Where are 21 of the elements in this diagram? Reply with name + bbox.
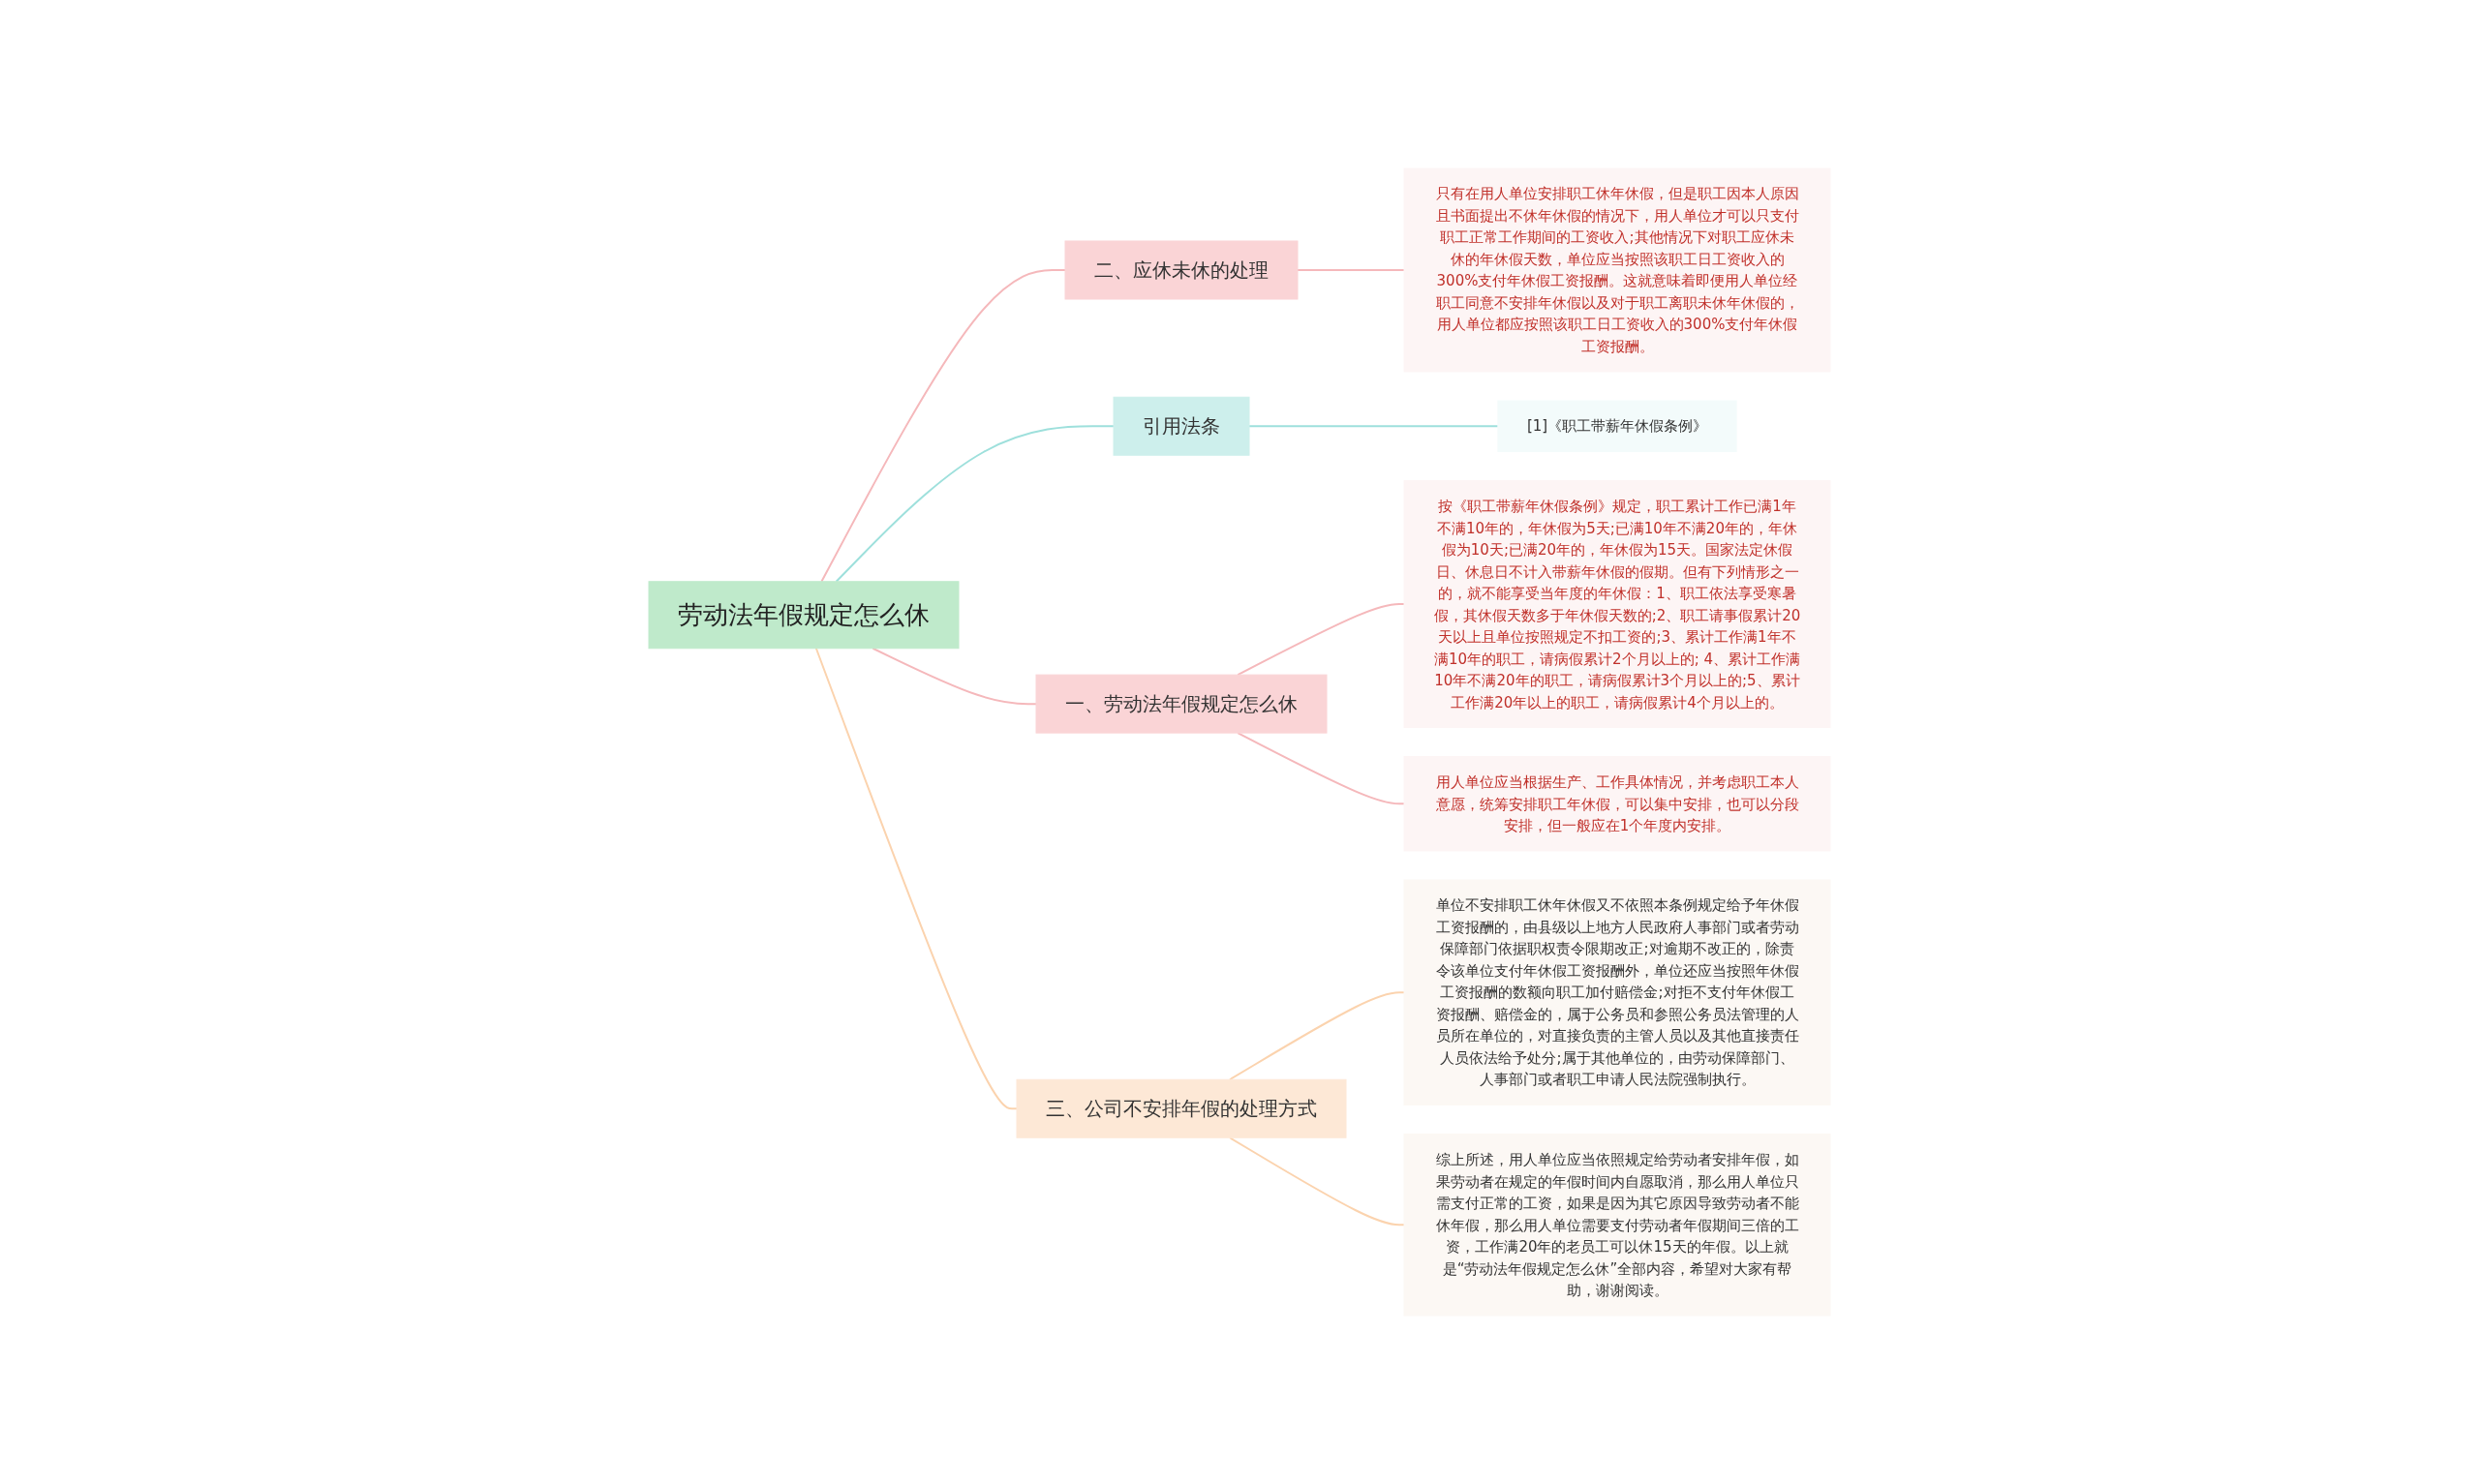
connector (820, 269, 1066, 583)
node-box: 劳动法年假规定怎么休 (648, 581, 960, 650)
node-box: 二、应休未休的处理 (1064, 240, 1299, 300)
connector (872, 647, 1037, 706)
node-box: [1]《职工带薪年休假条例》 (1497, 400, 1737, 452)
connector (1297, 269, 1405, 271)
node-box: 按《职工带薪年休假条例》规定，职工累计工作已满1年不满10年的，年休假为5天;已满10年不满20年的，年休假为10天;已满20年的，年休假为15天。国家法定休假日、休息日不计入带薪年休假的假期。但有下列情形之一的，就不能享受当年度的年休假：1、职工依法享受寒暑假，其休假天数多于年休假天数的;2、职工请事假累计20天以上且单位按照规定不扣工资的;3、累计工作满1年不满10年的职工，请病假累计2个月以上的; 4、累计工作满10年不满20年的职工，请病假累计3个月以上的;5、累计工作满20年以上的职工，请病假累计4个月以上的。 (1403, 480, 1831, 728)
node-box: 一、劳动法年假规定怎么休 (1035, 674, 1328, 734)
connector (1237, 603, 1405, 677)
node-box: 用人单位应当根据生产、工作具体情况，并考虑职工本人意愿，统筹安排职工年休假，可以集中安排，也可以分段安排，但一般应在1个年度内安排。 (1403, 756, 1831, 852)
node-box: 只有在用人单位安排职工休年休假，但是职工因本人原因且书面提出不休年休假的情况下，用人单位才可以只支付职工正常工作期间的工资收入;其他情况下对职工应休未休的年休假天数，单位应当按照该职工日工资收入的300%支付年休假工资报酬。这就意味着即便用人单位经职工同意不安排年休假以及对于职工离职未休年休假的，用人单位都应按照该职工日工资收入的300%支付年休假工资报酬。 (1403, 167, 1831, 373)
node-box: 引用法条 (1113, 396, 1250, 456)
connector (814, 647, 1018, 1110)
connector (1229, 1136, 1405, 1227)
connector (835, 425, 1115, 583)
connector (1229, 991, 1405, 1081)
node-box: 综上所述，用人单位应当依照规定给劳动者安排年假，如果劳动者在规定的年假时间内自愿取消，那么用人单位只需支付正常的工资，如果是因为其它原因导致劳动者不能休年假，那么用人单位需要支付劳动者年假期间三倍的工资，工作满20年的老员工可以休15天的年假。以上就是“劳动法年假规定怎么休”全部内容，希望对大家有帮助，谢谢阅读。 (1403, 1134, 1831, 1317)
connector (1248, 425, 1499, 428)
connector (1237, 732, 1405, 805)
node-box: 单位不安排职工休年休假又不依照本条例规定给予年休假工资报酬的，由县级以上地方人民政府人事部门或者劳动保障部门依据职权责令限期改正;对逾期不改正的，除责令该单位支付年休假工资报酬外，单位还应当按照年休假工资报酬的数额向职工加付赔偿金;对拒不支付年休假工资报酬、赔偿金的，属于公务员和参照公务员法管理的人员所在单位的，对直接负责的主管人员以及其他直接责任人员依法给予处分;属于其他单位的，由劳动保障部门、人事部门或者职工申请人民法院强制执行。 (1403, 879, 1831, 1105)
node-box: 三、公司不安排年假的处理方式 (1016, 1078, 1347, 1138)
